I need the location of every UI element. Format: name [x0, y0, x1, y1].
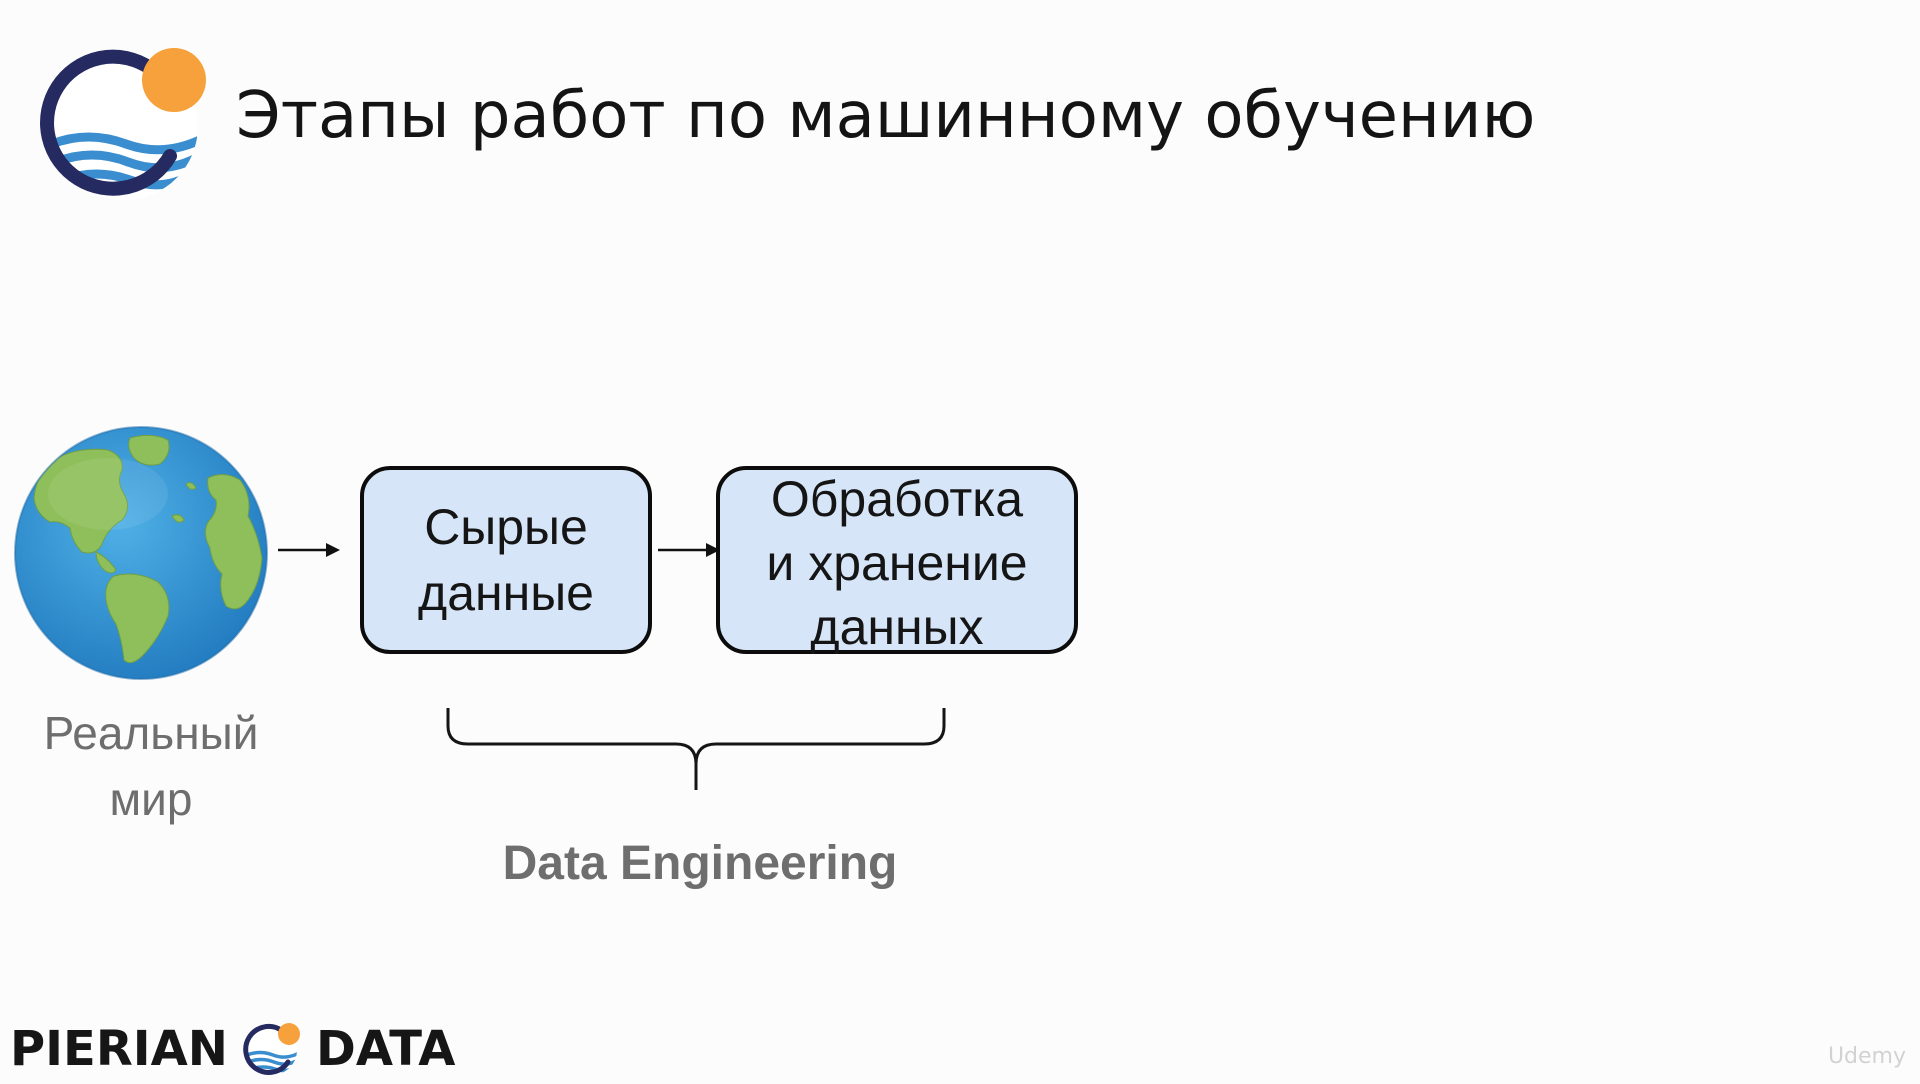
grouping-brace — [446, 708, 946, 790]
data-engineering-label: Data Engineering — [502, 837, 898, 890]
processing-box-line2: и хранение — [766, 535, 1028, 591]
udemy-watermark: Udemy — [1827, 1044, 1906, 1069]
real-world-label-line1: Реальный — [43, 707, 259, 759]
raw-data-box-line1: Сырые — [424, 499, 588, 555]
brand-word-right: DATA — [315, 1021, 456, 1077]
processing-storage-box: Обработка и хранение данных — [716, 466, 1078, 655]
arrow-to-processing — [658, 543, 720, 557]
raw-data-box: Сырые данные — [360, 466, 652, 654]
brand-word-left: PIERIAN — [10, 1021, 228, 1077]
slide-title: Этапы работ по машинному обучению — [236, 79, 1536, 153]
arrow-to-raw-data — [278, 543, 340, 557]
globe-icon — [12, 424, 270, 682]
processing-box-line1: Обработка — [770, 471, 1024, 527]
real-world-label-line2: мир — [109, 773, 193, 825]
pierian-logo-icon — [38, 36, 210, 208]
raw-data-box-line2: данные — [418, 565, 594, 621]
footer-brand: PIERIAN DATA — [10, 1018, 455, 1080]
real-world-label: Реальный мир — [20, 700, 282, 832]
processing-box-line3: данных — [810, 599, 984, 655]
pierian-logo-small-icon — [242, 1019, 302, 1079]
